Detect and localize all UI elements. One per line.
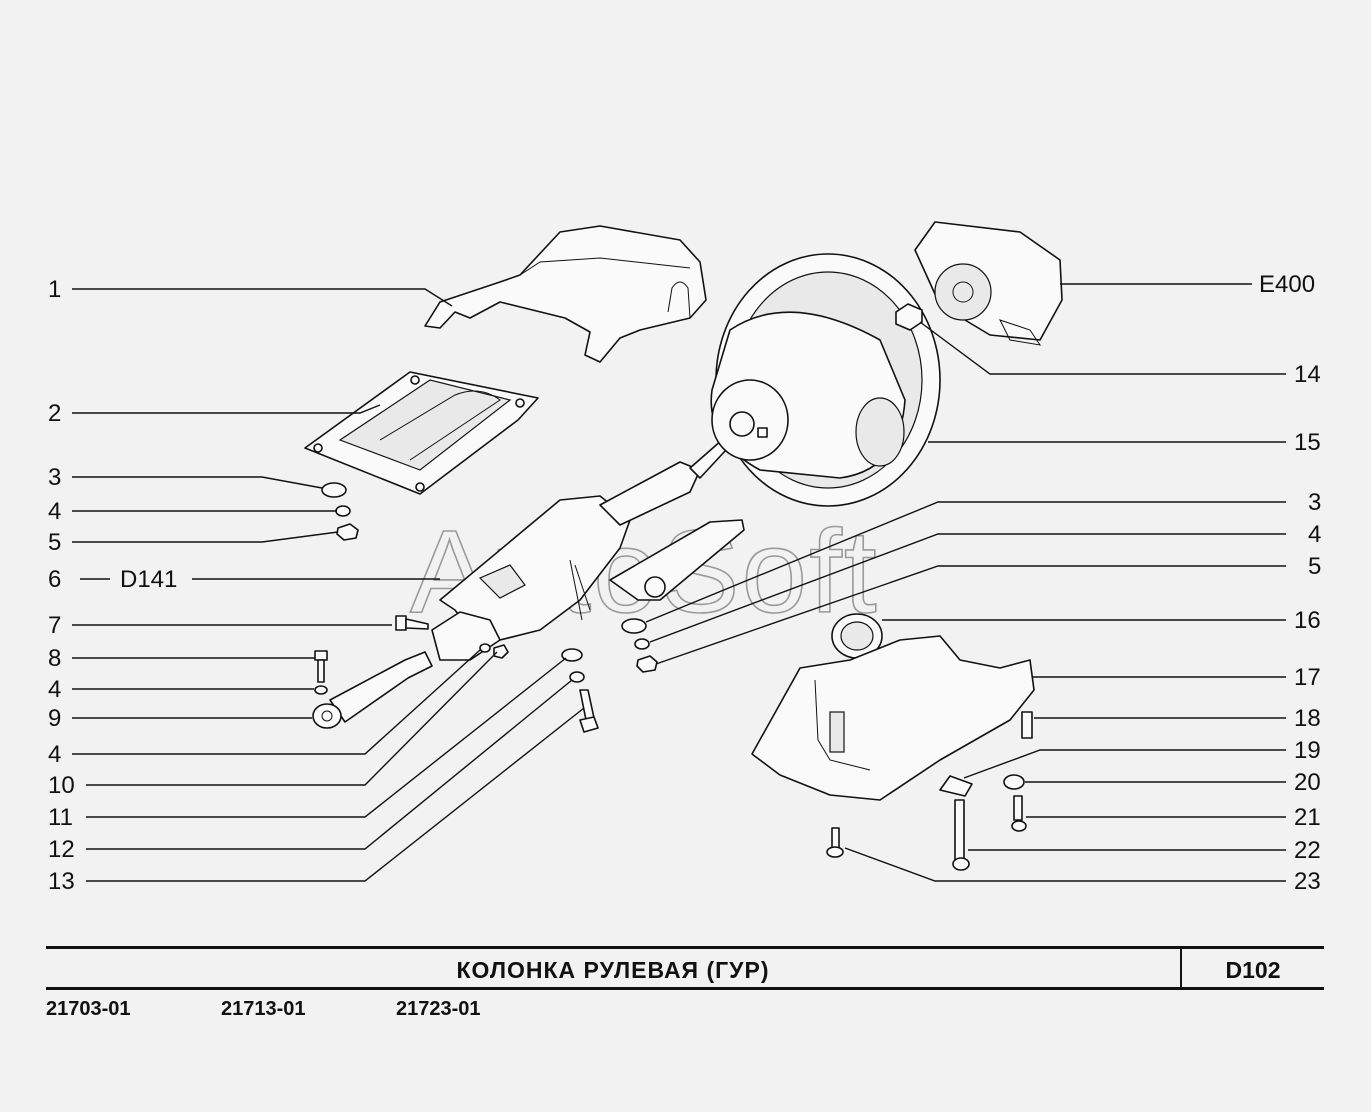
nut-10: [493, 644, 509, 659]
callout-4c: 4: [48, 741, 61, 768]
part-intermediate-shaft: [312, 651, 433, 729]
callout-5-right: 5: [1308, 553, 1321, 580]
part-lower-shroud: [751, 635, 1035, 801]
model-code-3: 21723-01: [396, 998, 481, 1020]
callout-7: 7: [48, 612, 61, 639]
callout-5: 5: [48, 529, 61, 556]
callout-4-right: 4: [1308, 521, 1321, 548]
callout-6: 6: [48, 566, 61, 593]
washer-11: [561, 648, 583, 662]
part-ring-16: [831, 613, 883, 659]
callouts-right: E400 14 15 3 4 5 16 17 18 19 20 21 22 23: [1259, 271, 1321, 895]
part-steering-wheel: [710, 253, 941, 507]
part-steering-column: [431, 439, 745, 661]
lock-washer-4-lower: [314, 685, 328, 695]
part-bolt-13: [579, 689, 599, 733]
nut-5-right: [636, 655, 658, 673]
callout-23: 23: [1294, 868, 1321, 895]
callout-3-right: 3: [1308, 489, 1321, 516]
callout-18: 18: [1294, 705, 1321, 732]
callout-20: 20: [1294, 769, 1321, 796]
callout-19: 19: [1294, 737, 1321, 764]
part-washer-20: [1003, 774, 1025, 790]
callout-3: 3: [48, 464, 61, 491]
callout-21: 21: [1294, 804, 1321, 831]
part-screw-18: [1021, 711, 1033, 739]
callout-4: 4: [48, 498, 61, 525]
callout-14: 14: [1294, 361, 1321, 388]
part-screw-23: [826, 827, 844, 858]
part-screw-21: [1011, 795, 1027, 832]
leader-lines: [72, 283, 1286, 882]
page-title: КОЛОНКА РУЛЕВАЯ (ГУР): [456, 957, 770, 983]
callout-15: 15: [1294, 429, 1321, 456]
part-upper-shroud: [424, 225, 707, 363]
title-divider: [1180, 949, 1182, 987]
callout-12: 12: [48, 836, 75, 863]
part-nut-14: [895, 303, 923, 331]
callout-6-ref: D141: [120, 566, 177, 593]
washer-3-left: [321, 482, 347, 498]
part-screw-22: [952, 799, 970, 871]
part-airbag-module: [914, 221, 1063, 346]
diagram-code: D102: [1225, 957, 1281, 983]
parts-diagram: AutoSoft: [48, 221, 1321, 895]
callout-11: 11: [48, 804, 73, 831]
lock-washer-12: [569, 671, 585, 683]
callout-10: 10: [48, 772, 75, 799]
part-bracket-plate: [304, 371, 539, 495]
callout-13: 13: [48, 868, 75, 895]
model-code-1: 21703-01: [46, 998, 131, 1020]
title-bar: КОЛОНКА РУЛЕВАЯ (ГУР) D102: [46, 946, 1324, 990]
nut-5-left: [336, 523, 359, 541]
part-clip-19: [939, 775, 973, 797]
model-code-2: 21713-01: [221, 998, 306, 1020]
callout-16: 16: [1294, 607, 1321, 634]
callout-1: 1: [48, 276, 61, 303]
callout-9: 9: [48, 705, 61, 732]
lock-washer-4-column: [479, 643, 491, 653]
washer-3-right: [621, 618, 647, 634]
callouts-left: 1 2 3 4 5 6 D141 7 8 4 9 4 10 11 12 13: [48, 276, 177, 895]
callout-22: 22: [1294, 837, 1321, 864]
lock-washer-4-left: [335, 505, 351, 517]
lock-washer-4-right: [634, 638, 650, 650]
callout-17: 17: [1294, 664, 1321, 691]
part-bolt-7: [395, 615, 429, 631]
callout-2: 2: [48, 400, 61, 427]
part-bolt-8: [314, 650, 328, 683]
callout-4b: 4: [48, 676, 61, 703]
callout-e400: E400: [1259, 271, 1315, 298]
callout-8: 8: [48, 645, 61, 672]
